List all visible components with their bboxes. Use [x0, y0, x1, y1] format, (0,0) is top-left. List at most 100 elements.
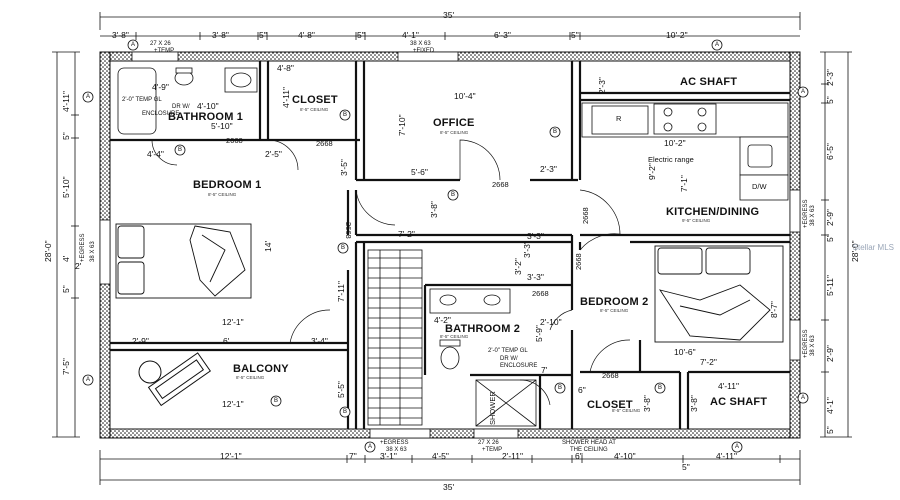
- vdim-int-10: 7'-1": [679, 175, 689, 192]
- top-dim-1: 3'-8": [112, 30, 129, 40]
- note-bath2-enclosure-1: 2'-0" TEMP GL: [488, 348, 528, 354]
- tag-a-3: A: [86, 94, 91, 100]
- overall-depth-left: 28'-0": [43, 240, 53, 262]
- note-bottom-window-type: +TEMP: [482, 447, 503, 453]
- note-bath2-enclosure-2: DR W/: [500, 356, 518, 362]
- dim-balcony-width: 12'-1": [222, 399, 244, 409]
- dim-office-b: 2'-3": [540, 164, 557, 174]
- bottom-dim-4: 4'-5": [432, 451, 449, 461]
- vdim-right-9: 4'-1": [825, 397, 835, 414]
- ceiling-office: 8'-5" CEILING: [440, 130, 469, 135]
- dim-balcony-b: 6': [223, 336, 230, 346]
- tag-b-1: B: [343, 112, 348, 118]
- room-label-bedroom-1: BEDROOM 1: [193, 179, 262, 191]
- vdim-int-7: 3'-2": [513, 258, 523, 275]
- dim-kitchen-width: 10'-2": [664, 138, 686, 148]
- note-egress-right-2: 38 X 63: [810, 205, 816, 226]
- vdim-right-4: 2'-9": [825, 209, 835, 226]
- tag-a-5: A: [86, 377, 91, 383]
- bottom-dim-7: 4'-10": [614, 451, 636, 461]
- top-dim-7: 6'-3": [494, 30, 511, 40]
- tag-b-8: B: [274, 398, 279, 404]
- room-label-bathroom-2: BATHROOM 2: [445, 323, 521, 335]
- dim-office-a: 5'-6": [411, 167, 428, 177]
- vdim-right-7: 8'-7": [769, 301, 779, 318]
- ceiling-closet-bottom: 8'-5" CEILING: [612, 408, 641, 413]
- vdim-left-5: 5": [61, 285, 71, 293]
- dim-bed2-width: 10'-6": [674, 347, 696, 357]
- dim-ac-width: 4'-11": [718, 381, 740, 391]
- vdim-right-3: 6'-5": [825, 143, 835, 160]
- top-dim-6: 4'-1": [402, 30, 419, 40]
- dim-office-width: 10'-4": [454, 91, 476, 101]
- note-egress-right-1: +EGRESS: [803, 199, 809, 228]
- vdim-int-1: 4'-11": [281, 86, 291, 108]
- bottom-dim-5: 2'-11": [502, 451, 524, 461]
- tag-a-1: A: [131, 42, 136, 48]
- note-bath1-enclosure-3: ENCLOSURE: [142, 111, 180, 117]
- room-label-ac-shaft-top: AC SHAFT: [680, 76, 738, 88]
- dim-bed1-b: 2'-5": [265, 149, 282, 159]
- shower-label: SHOWER: [488, 391, 497, 425]
- tag-b-6: B: [343, 409, 348, 415]
- door-size-5: 2668: [581, 207, 590, 224]
- vdim-left-1: 4'-11": [61, 90, 71, 112]
- ceiling-bathroom-2: 8'-5" CEILING: [440, 334, 469, 339]
- tag-a-2: A: [715, 42, 720, 48]
- refrigerator-label: R: [616, 114, 622, 123]
- tag-b-9: B: [558, 385, 563, 391]
- watermark: Stellar MLS: [852, 243, 894, 252]
- ceiling-balcony: 8'-5" CEILING: [236, 375, 265, 380]
- dim-hall-c: 3'-3": [527, 272, 544, 282]
- vdim-int-9: 9'-2": [647, 163, 657, 180]
- note-top-left-window-type: +TEMP: [154, 48, 175, 54]
- room-label-office: OFFICE: [433, 117, 475, 129]
- vdim-left-2: 5": [61, 132, 71, 140]
- tag-b-7: B: [658, 385, 663, 391]
- kitchen-fixtures: [581, 102, 789, 201]
- bottom-dim-6: 6": [575, 451, 583, 461]
- dim-balcony-c: 3'-4": [311, 336, 328, 346]
- bathroom-1-fixtures: [117, 67, 258, 135]
- tag-a-8: A: [801, 395, 806, 401]
- dim-bed1-width: 12'-1": [222, 317, 244, 327]
- dishwasher-label: D/W: [752, 182, 767, 191]
- dim-two: 2': [75, 261, 82, 271]
- electric-range-label: Electric range: [648, 155, 694, 164]
- room-label-closet-bottom: CLOSET: [587, 399, 633, 411]
- vdim-int-3: 3'-5": [339, 159, 349, 176]
- bathroom-2-fixtures: [429, 288, 537, 427]
- vdim-int-4: 14': [263, 240, 273, 252]
- door-size-4: 2668: [344, 222, 353, 239]
- note-egress-left-2: 38 X 63: [90, 241, 96, 262]
- dim-bath1-c: 5'-10": [211, 121, 233, 131]
- note-bottom-window: 27 X 26: [478, 440, 499, 446]
- tag-a-4: A: [801, 89, 806, 95]
- bed-2: [654, 245, 784, 343]
- overall-width-bottom: 35': [443, 482, 455, 492]
- top-dim-3: 5": [259, 30, 267, 40]
- dim-six-inch: 6": [578, 385, 586, 395]
- bottom-dim-2: 7": [349, 451, 357, 461]
- note-shower-head-1: SHOWER HEAD AT: [562, 440, 616, 446]
- vdim-left-3: 5'-10": [61, 176, 71, 198]
- tag-circles: [82, 39, 809, 453]
- dim-bed2-b: 7'-2": [700, 357, 717, 367]
- tag-a-7: A: [735, 444, 740, 450]
- vdim-right-2: 5": [825, 96, 835, 104]
- dim-balcony-a: 2'-9": [132, 336, 149, 346]
- dim-bath2-c: 7': [541, 365, 548, 375]
- room-label-balcony: BALCONY: [233, 363, 289, 375]
- top-dim-9: 10'-2": [666, 30, 688, 40]
- vdim-left-6: 7'-5": [61, 358, 71, 375]
- note-top-fixed-window: 38 X 63: [410, 41, 431, 47]
- tag-b-5: B: [341, 245, 346, 251]
- room-label-bedroom-2: BEDROOM 2: [580, 296, 649, 308]
- note-egress-bottom-1: +EGRESS: [380, 440, 409, 446]
- room-label-bathroom-1: BATHROOM 1: [168, 111, 244, 123]
- door-swings: [151, 139, 631, 406]
- stairs: [367, 249, 423, 426]
- note-egress-right-b1: +EGRESS: [803, 329, 809, 358]
- dim-hall-b: 3'-3": [527, 231, 544, 241]
